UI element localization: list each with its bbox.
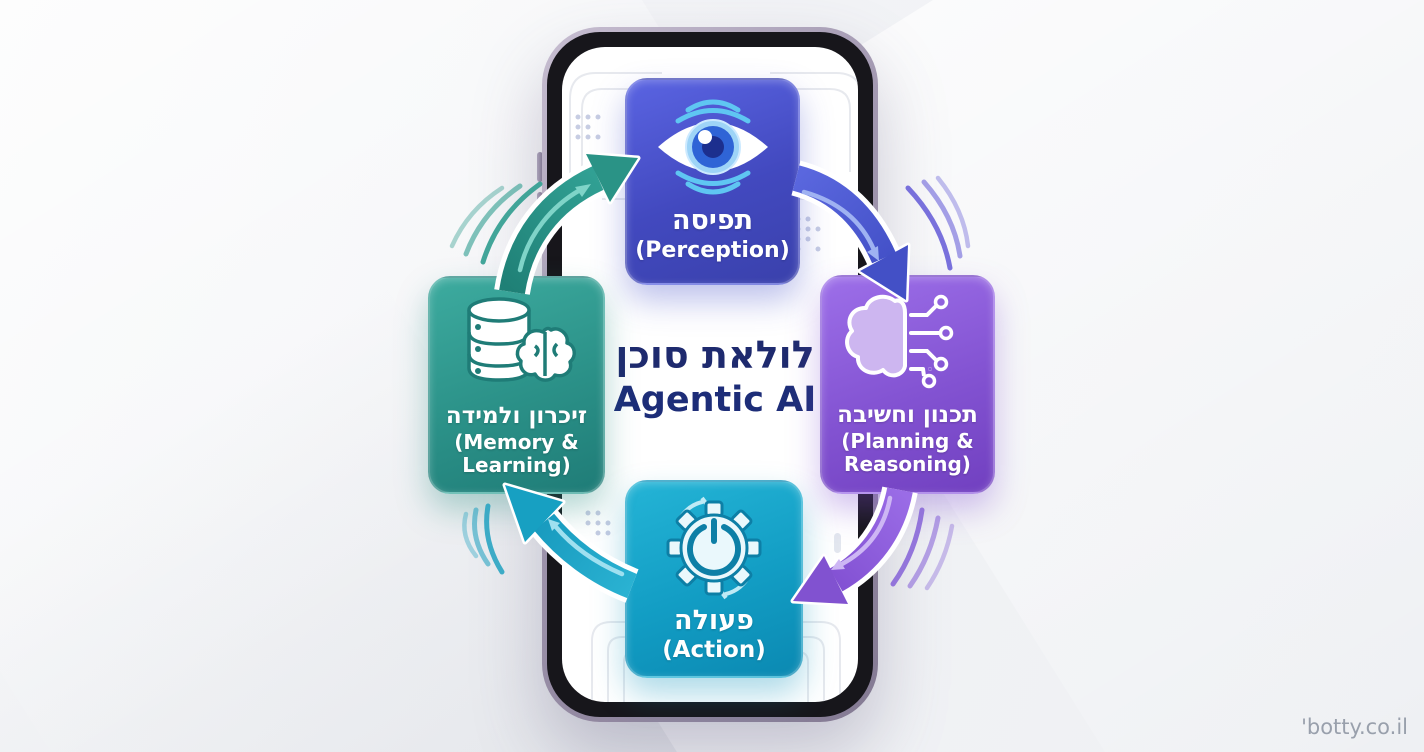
card-label-hebrew: זיכרון ולמידה xyxy=(445,403,588,429)
card-label-english: (Perception) xyxy=(635,237,790,263)
speed-lines xyxy=(462,503,505,575)
card-label-english: (Planning & Reasoning) xyxy=(841,429,974,476)
card-label-hebrew: תפיסה xyxy=(671,205,754,236)
card-perception: תפיסה (Perception) xyxy=(625,78,800,285)
speed-lines xyxy=(890,507,955,591)
card-label-english: (Action) xyxy=(662,636,766,663)
speed-lines xyxy=(905,175,971,271)
gear-power-icon xyxy=(666,496,762,600)
card-label-hebrew: תכנון וחשיבה xyxy=(837,402,978,428)
card-planning: תכנון וחשיבה (Planning & Reasoning) xyxy=(820,275,995,494)
title-hebrew: לולאת סוכן xyxy=(615,333,815,377)
title-english: Agentic AI xyxy=(613,379,817,420)
card-action: פעולה (Action) xyxy=(625,480,803,678)
watermark: 'botty.co.il xyxy=(1301,715,1408,739)
diagram-title: לולאת סוכן Agentic AI xyxy=(592,333,838,420)
card-label-english: (Memory & Learning) xyxy=(454,430,579,477)
eye-icon xyxy=(657,99,768,195)
card-memory: זיכרון ולמידה (Memory & Learning) xyxy=(428,276,605,494)
card-label-hebrew: פעולה xyxy=(674,605,754,636)
database-brain-icon xyxy=(466,297,576,382)
speed-lines xyxy=(449,181,543,265)
brain-circuit-icon xyxy=(844,294,953,389)
